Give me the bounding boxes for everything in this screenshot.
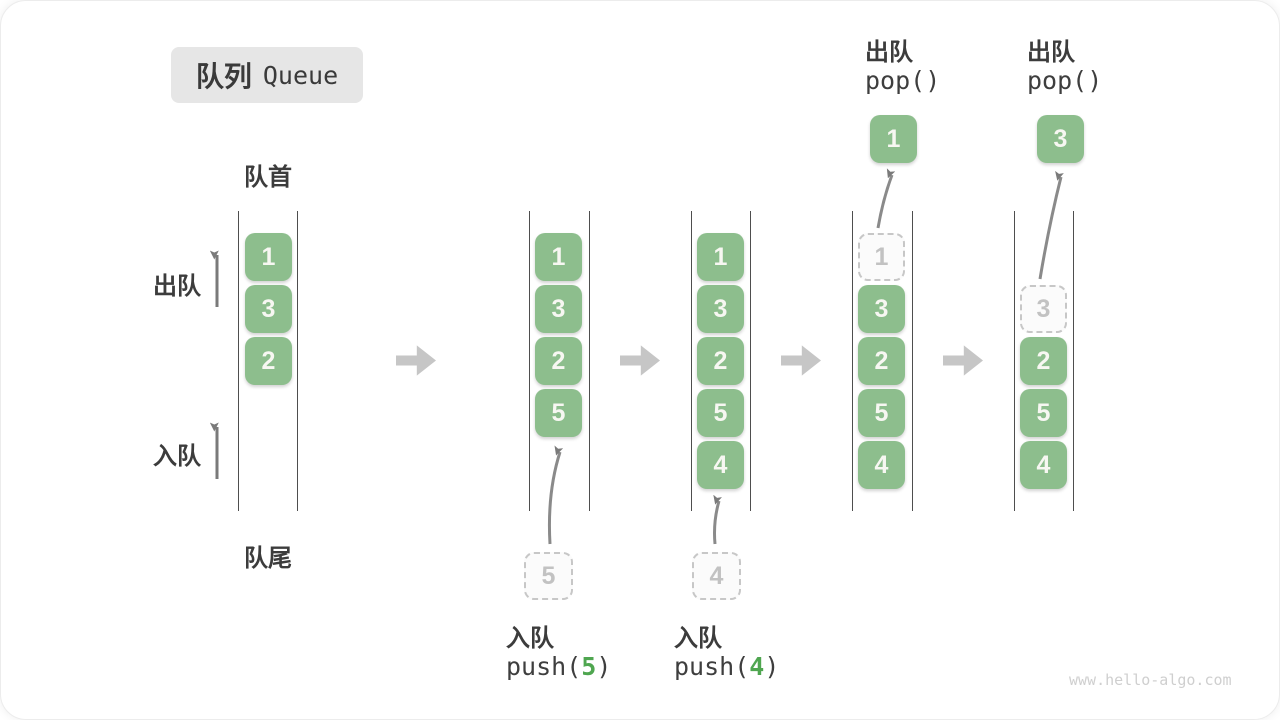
code-arg: 4: [749, 652, 765, 681]
push4-op-label: 入队: [674, 625, 722, 652]
queue-item-box: 3: [245, 285, 292, 333]
queue-front-label: 队首: [244, 164, 292, 191]
popped-ghost-box: 1: [858, 233, 905, 281]
code-close: ): [596, 652, 612, 681]
queue-column-4: [852, 211, 913, 511]
queue-item-box: 2: [245, 337, 292, 385]
queue-item-box: 5: [858, 389, 905, 437]
code-fn: push(: [506, 652, 582, 681]
queue-item-box: 2: [535, 337, 582, 385]
incoming-ghost-box: 5: [524, 552, 573, 600]
enqueue-side-label: 入队: [153, 443, 201, 470]
pop1-op-label: 出队: [865, 39, 913, 66]
push4-op-code: push(4): [674, 652, 779, 681]
push5-op-label: 入队: [506, 625, 554, 652]
watermark: www.hello-algo.com: [1069, 671, 1232, 689]
queue-column-1: [238, 211, 298, 511]
title-zh: 队列: [195, 61, 252, 92]
queue-item-box: 4: [1020, 441, 1067, 489]
code-fn: push(: [674, 652, 750, 681]
queue-item-box: 2: [1020, 337, 1067, 385]
popped-item-box: 3: [1037, 115, 1084, 163]
next-state-arrow-icon: [620, 345, 660, 376]
queue-rear-label: 队尾: [244, 545, 292, 572]
queue-item-box: 1: [697, 233, 744, 281]
push5-op-code: push(5): [506, 652, 611, 681]
incoming-ghost-box: 4: [692, 552, 741, 600]
popped-ghost-box: 3: [1020, 285, 1067, 333]
code-close: ): [764, 652, 780, 681]
queue-item-box: 5: [535, 389, 582, 437]
queue-column-2: [529, 211, 590, 511]
next-state-arrow-icon: [943, 345, 983, 376]
queue-item-box: 5: [1020, 389, 1067, 437]
popped-item-box: 1: [870, 115, 917, 163]
queue-item-box: 3: [697, 285, 744, 333]
queue-item-box: 4: [697, 441, 744, 489]
pop1-op-code: pop(): [865, 66, 941, 95]
queue-item-box: 5: [697, 389, 744, 437]
queue-column-3: [691, 211, 751, 511]
queue-item-box: 2: [697, 337, 744, 385]
queue-item-box: 1: [535, 233, 582, 281]
title-badge: 队列 Queue: [171, 47, 363, 103]
title-en: Queue: [262, 60, 339, 90]
next-state-arrow-icon: [396, 345, 436, 376]
code-arg: 5: [581, 652, 597, 681]
queue-item-box: 2: [858, 337, 905, 385]
queue-item-box: 1: [245, 233, 292, 281]
queue-item-box: 3: [858, 285, 905, 333]
pop2-op-code: pop(): [1027, 66, 1103, 95]
pop2-op-label: 出队: [1027, 39, 1075, 66]
queue-item-box: 4: [858, 441, 905, 489]
dequeue-side-label: 出队: [153, 273, 201, 300]
queue-column-5: [1014, 211, 1074, 511]
queue-item-box: 3: [535, 285, 582, 333]
next-state-arrow-icon: [781, 345, 821, 376]
